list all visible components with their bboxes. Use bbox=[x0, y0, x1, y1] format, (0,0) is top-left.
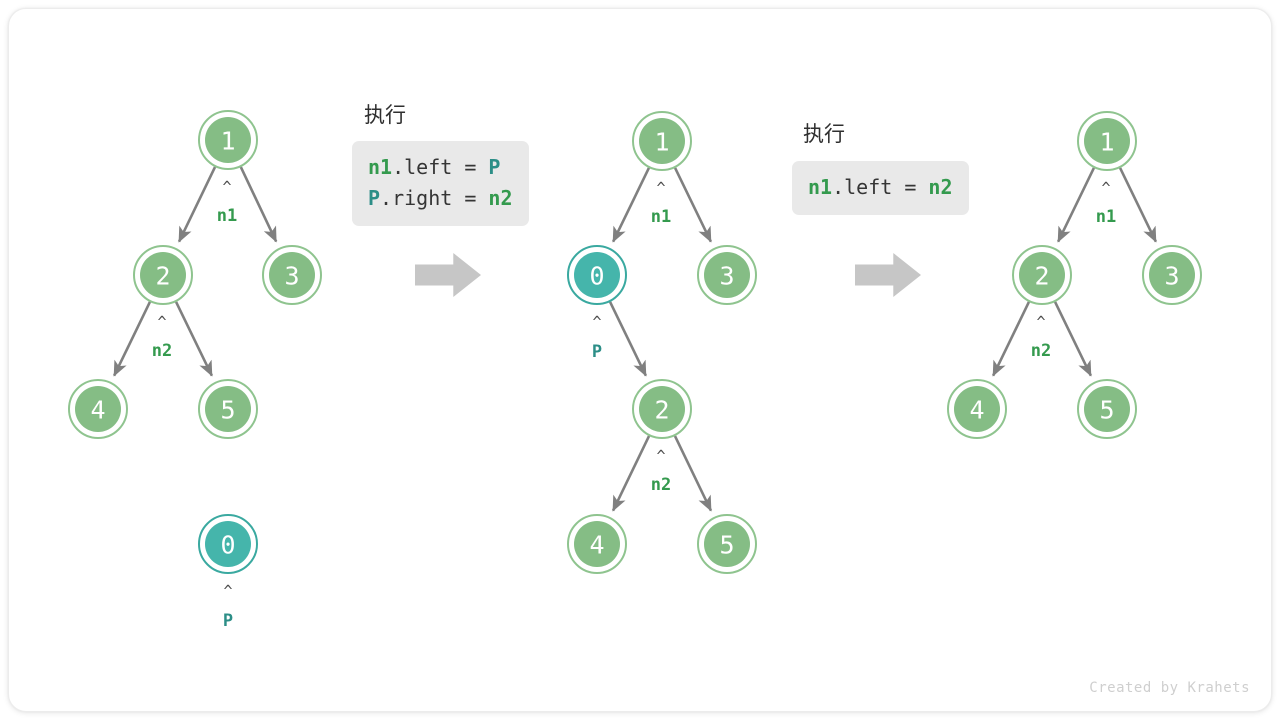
tree-node: 2 bbox=[632, 379, 692, 439]
code-token: n1 bbox=[808, 175, 833, 199]
pointer-caret-icon: ^ bbox=[157, 313, 166, 331]
tree-node: 1 bbox=[1077, 111, 1137, 171]
pointer-label: n2 bbox=[152, 341, 172, 361]
tree-node-value: 1 bbox=[1099, 128, 1114, 157]
tree-node: 1 bbox=[632, 111, 692, 171]
tree-node: 2 bbox=[133, 245, 193, 305]
tree-edge bbox=[1056, 167, 1096, 243]
tree-edge bbox=[611, 435, 651, 512]
code-line: n1.left = P bbox=[368, 152, 513, 183]
tree-edge bbox=[608, 301, 648, 377]
tree-node-value: 3 bbox=[1164, 262, 1179, 291]
code-token: n2 bbox=[488, 186, 513, 210]
credit-text: Created by Krahets bbox=[1089, 680, 1250, 696]
pointer-caret-icon: ^ bbox=[222, 178, 231, 196]
tree-node: 0 bbox=[198, 514, 258, 574]
code-snippet-box: n1.left = n2 bbox=[792, 161, 969, 215]
tree-edge bbox=[177, 166, 217, 243]
tree-node-value: 4 bbox=[969, 396, 984, 425]
tree-node: 4 bbox=[947, 379, 1007, 439]
tree-edge bbox=[1053, 301, 1093, 377]
step-arrows-layer bbox=[415, 253, 921, 297]
tree-node: 5 bbox=[697, 514, 757, 574]
pointer-caret-icon: ^ bbox=[1101, 179, 1110, 197]
code-token: .left = bbox=[392, 155, 489, 179]
code-token: P bbox=[488, 155, 501, 179]
tree-node: 2 bbox=[1012, 245, 1072, 305]
code-line: P.right = n2 bbox=[368, 183, 513, 214]
pointer-label: n1 bbox=[651, 207, 671, 227]
tree-node: 5 bbox=[1077, 379, 1137, 439]
code-token: n1 bbox=[368, 155, 393, 179]
tree-node: 0 bbox=[567, 245, 627, 305]
pointer-caret-icon: ^ bbox=[592, 313, 601, 331]
tree-node-value: 5 bbox=[220, 396, 235, 425]
tree-node-value: 0 bbox=[589, 262, 604, 291]
tree-node: 3 bbox=[262, 245, 322, 305]
pointer-label: n1 bbox=[1096, 207, 1116, 227]
tree-edge bbox=[673, 167, 713, 243]
tree-node-value: 2 bbox=[654, 396, 669, 425]
tree-node-value: 3 bbox=[719, 262, 734, 291]
tree-node: 3 bbox=[1142, 245, 1202, 305]
pointer-label: n2 bbox=[651, 475, 671, 495]
code-token: .right = bbox=[380, 186, 489, 210]
tree-node-value: 2 bbox=[1034, 262, 1049, 291]
pointer-label: n2 bbox=[1031, 341, 1051, 361]
tree-node-value: 4 bbox=[589, 531, 604, 560]
tree-edge bbox=[991, 301, 1031, 377]
tree-node-value: 5 bbox=[719, 531, 734, 560]
tree-node-value: 3 bbox=[284, 262, 299, 291]
tree-edge bbox=[174, 301, 214, 377]
step-arrow-icon bbox=[855, 253, 921, 297]
tree-node-value: 2 bbox=[155, 262, 170, 291]
tree-node: 3 bbox=[697, 245, 757, 305]
code-token: n2 bbox=[928, 175, 953, 199]
tree-node: 5 bbox=[198, 379, 258, 439]
tree-edge bbox=[1118, 167, 1158, 243]
pointer-label: P bbox=[592, 342, 602, 362]
tree-edge bbox=[239, 166, 278, 243]
tree-node: 4 bbox=[68, 379, 128, 439]
pointer-label: n1 bbox=[217, 206, 237, 226]
code-line: n1.left = n2 bbox=[808, 172, 953, 203]
tree-node-value: 5 bbox=[1099, 396, 1114, 425]
pointer-caret-icon: ^ bbox=[223, 582, 232, 600]
tree-nodes-layer: 1 ^ n1 2 ^ n2 3 4 5 0 ^ P 1 ^ n1 0 ^ P 3 2 ^ n2 4 5 1 ^ n1 2 ^ n2 3 4 5 bbox=[68, 110, 1202, 631]
code-token: P bbox=[368, 186, 381, 210]
tree-node-value: 4 bbox=[90, 396, 105, 425]
tree-node-value: 1 bbox=[220, 127, 235, 156]
tree-node-value: 0 bbox=[220, 531, 235, 560]
exec-label: 执行 bbox=[364, 103, 406, 127]
code-token: .left = bbox=[832, 175, 929, 199]
step-arrow-icon bbox=[415, 253, 481, 297]
pointer-caret-icon: ^ bbox=[656, 447, 665, 465]
pointer-caret-icon: ^ bbox=[656, 179, 665, 197]
tree-edge bbox=[673, 435, 713, 512]
pointer-caret-icon: ^ bbox=[1036, 313, 1045, 331]
pointer-label: P bbox=[223, 611, 233, 631]
tree-node-value: 1 bbox=[654, 128, 669, 157]
tree-edge bbox=[112, 301, 152, 377]
tree-node: 1 bbox=[198, 110, 258, 170]
exec-label: 执行 bbox=[803, 122, 845, 146]
tree-edges-layer bbox=[112, 166, 1158, 512]
tree-edge bbox=[611, 167, 651, 243]
tree-node: 4 bbox=[567, 514, 627, 574]
